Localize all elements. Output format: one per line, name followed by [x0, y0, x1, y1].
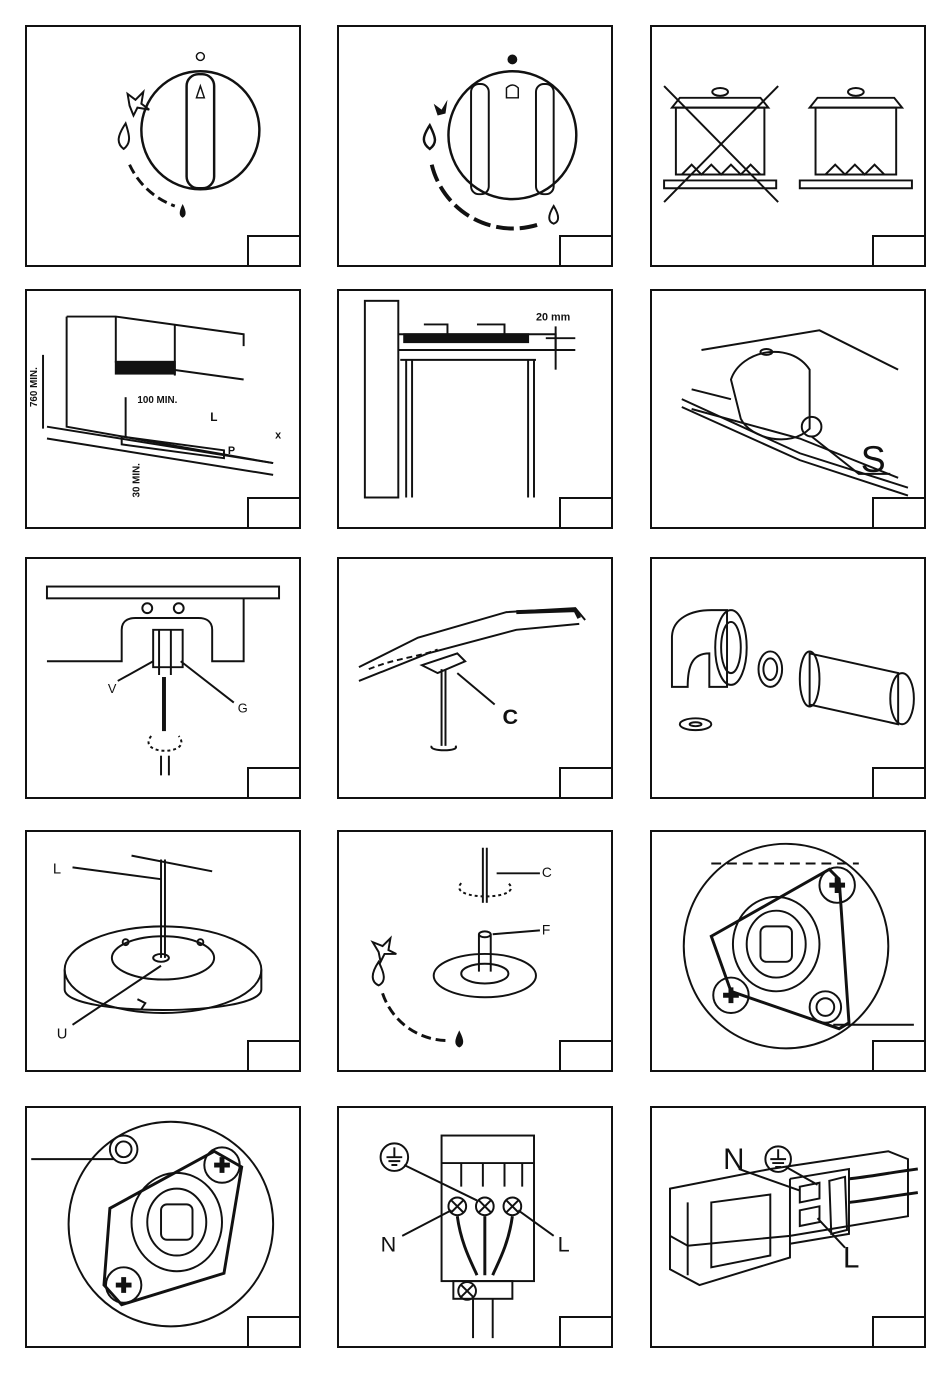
- figure-number-box: [247, 497, 301, 529]
- gap-label: 20 mm: [536, 312, 570, 324]
- figure-number-box: [559, 1316, 613, 1348]
- n-label: N: [381, 1232, 397, 1257]
- c-label: C: [542, 865, 552, 880]
- depth-label: P: [228, 445, 235, 457]
- figure-gas-fittings: [650, 557, 926, 799]
- figure-pans: [650, 25, 926, 267]
- figure-bypass-screws: V G: [25, 557, 301, 799]
- figure-number-box: [872, 235, 926, 267]
- knob-illustration: [27, 27, 299, 265]
- f-label: F: [542, 922, 550, 937]
- s-label: S: [861, 438, 886, 480]
- clearances-illustration: 760 MIN. 100 MIN. L x P 30 MIN.: [27, 291, 299, 527]
- figure-thermocouple-left: [25, 1106, 301, 1348]
- v-label: V: [108, 681, 117, 696]
- n-label: N: [723, 1143, 744, 1176]
- seal-illustration: S: [652, 291, 924, 527]
- figure-clearances: 760 MIN. 100 MIN. L x P 30 MIN.: [25, 289, 301, 529]
- figure-gap: 20 mm: [337, 289, 613, 529]
- clamp-illustration: C: [339, 559, 611, 797]
- figure-knob-off: [25, 25, 301, 267]
- bypass-screws-illustration: V G: [27, 559, 299, 797]
- figure-number-box: [872, 1040, 926, 1072]
- knob-illustration: [339, 27, 611, 265]
- minimum-adjust-illustration: C F: [339, 832, 611, 1070]
- figure-number-box: [559, 1040, 613, 1072]
- figure-terminal-block: N L: [337, 1106, 613, 1348]
- below-clearance-label: 30 MIN.: [131, 463, 142, 498]
- l-label: L: [558, 1232, 570, 1257]
- pans-illustration: [652, 27, 924, 265]
- figure-number-box: [872, 497, 926, 529]
- g-label: G: [238, 700, 248, 715]
- figure-number-box: [247, 767, 301, 799]
- l-label: L: [53, 861, 61, 877]
- figure-knob-max: [337, 25, 613, 267]
- figure-minimum-adjust: C F: [337, 830, 613, 1072]
- thermocouple-right-illustration: [652, 832, 924, 1070]
- figure-number-box: [559, 235, 613, 267]
- figure-number-box: [247, 1316, 301, 1348]
- figure-number-box: [872, 1316, 926, 1348]
- figure-number-box: [559, 497, 613, 529]
- figure-seal: S: [650, 289, 926, 529]
- x-label: x: [275, 430, 281, 442]
- l-label: L: [843, 1241, 859, 1274]
- gap-illustration: 20 mm: [339, 291, 611, 527]
- figure-clamp: C: [337, 557, 613, 799]
- figure-number-box: [247, 235, 301, 267]
- side-clearance-label: 100 MIN.: [137, 395, 177, 406]
- c-label: C: [503, 704, 519, 729]
- figure-connection-box: N L: [650, 1106, 926, 1348]
- figure-thermocouple-right: [650, 830, 926, 1072]
- terminal-block-illustration: N L: [339, 1108, 611, 1346]
- height-clearance-label: 760 MIN.: [29, 367, 40, 407]
- gas-fittings-illustration: [652, 559, 924, 797]
- figure-burner-injector: L U: [25, 830, 301, 1072]
- burner-injector-illustration: L U: [27, 832, 299, 1070]
- length-label: L: [210, 410, 217, 424]
- u-label: U: [57, 1027, 68, 1043]
- figure-number-box: [559, 767, 613, 799]
- figure-number-box: [872, 767, 926, 799]
- thermocouple-left-illustration: [27, 1108, 299, 1346]
- figure-number-box: [247, 1040, 301, 1072]
- connection-box-illustration: N L: [652, 1108, 924, 1346]
